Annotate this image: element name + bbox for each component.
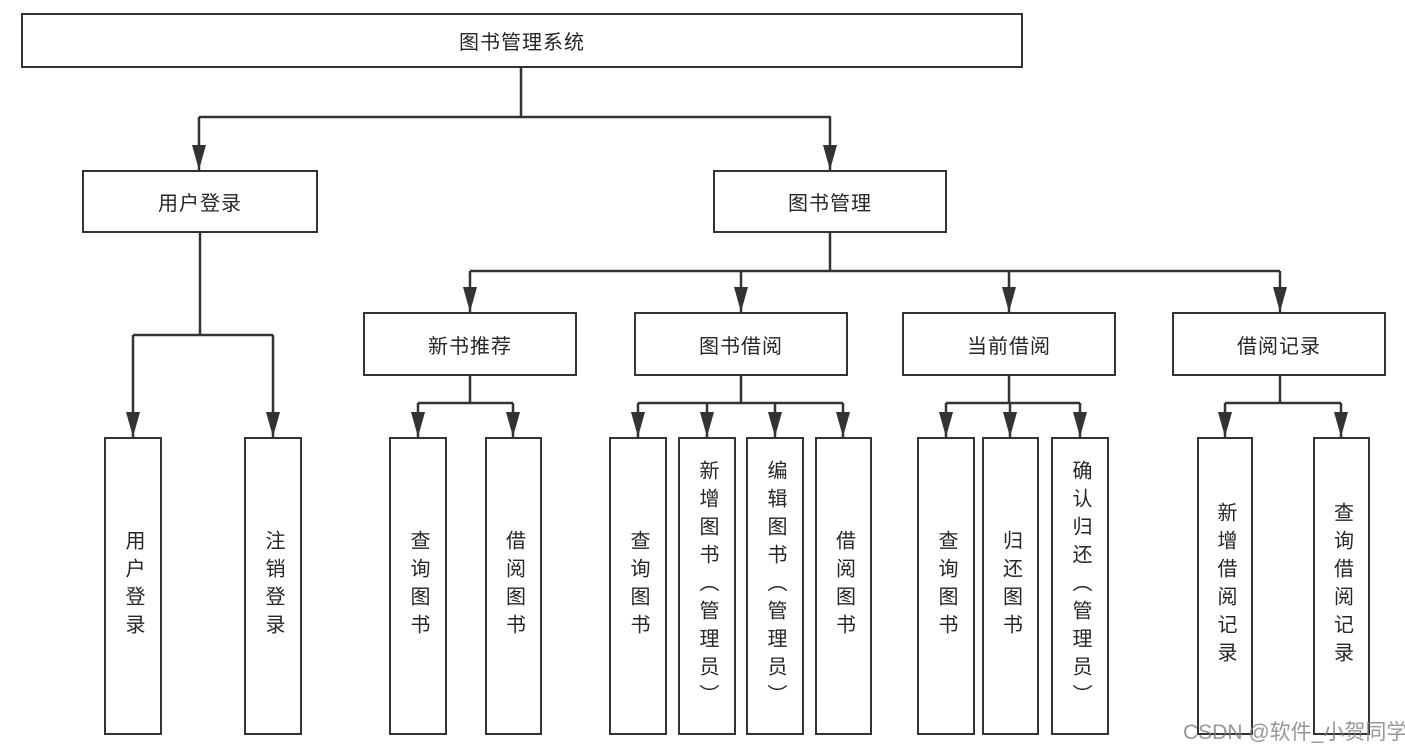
node-new-book-recommend: 新书推荐 (363, 312, 577, 376)
leaf-user-login: 用户登录 (104, 437, 162, 735)
node-borrow-record: 借阅记录 (1172, 312, 1386, 376)
leaf-add-borrow-record: 新增借阅记录 (1197, 437, 1253, 735)
node-label: 新书推荐 (428, 335, 512, 358)
leaf-label: 新增图书（管理员） (696, 460, 718, 712)
leaf-query-books-current: 查询图书 (917, 437, 975, 735)
leaf-label: 确认归还（管理员） (1069, 460, 1091, 712)
leaf-confirm-return-admin: 确认归还（管理员） (1051, 437, 1109, 735)
node-label: 图书管理 (788, 193, 872, 215)
node-book-management: 图书管理 (713, 170, 947, 233)
leaf-add-book-admin: 新增图书（管理员） (678, 437, 736, 735)
csdn-watermark: CSDN @软件_小贺同学 (1183, 721, 1405, 744)
leaf-label: 查询图书 (935, 530, 957, 642)
node-current-borrow: 当前借阅 (902, 312, 1116, 376)
leaf-label: 查询借阅记录 (1330, 502, 1353, 670)
leaf-label: 借阅图书 (502, 530, 525, 642)
leaf-return-book: 归还图书 (982, 437, 1039, 735)
leaf-label: 归还图书 (999, 530, 1022, 642)
leaf-label: 查询图书 (407, 530, 429, 642)
node-label: 借阅记录 (1237, 335, 1321, 358)
leaf-label: 注销登录 (262, 530, 284, 642)
leaf-query-books-borrow: 查询图书 (609, 437, 667, 735)
node-library-management-system: 图书管理系统 (21, 13, 1023, 68)
node-book-borrow: 图书借阅 (634, 312, 848, 376)
node-label: 当前借阅 (967, 335, 1051, 358)
leaf-label: 用户登录 (122, 530, 144, 642)
node-label: 图书管理系统 (459, 32, 585, 54)
leaf-label: 新增借阅记录 (1214, 502, 1236, 670)
leaf-logout-login: 注销登录 (244, 437, 302, 735)
leaf-label: 查询图书 (627, 530, 649, 642)
node-label: 用户登录 (158, 193, 242, 215)
leaf-query-books-recommend: 查询图书 (389, 437, 447, 735)
leaf-borrow-books-recommend: 借阅图书 (485, 437, 542, 735)
leaf-label: 编辑图书（管理员） (764, 460, 786, 712)
leaf-borrow-books: 借阅图书 (815, 437, 872, 735)
node-label: 图书借阅 (699, 335, 783, 358)
leaf-label: 借阅图书 (832, 530, 855, 642)
node-user-login: 用户登录 (82, 170, 318, 233)
leaf-query-borrow-record: 查询借阅记录 (1313, 437, 1370, 735)
leaf-edit-book-admin: 编辑图书（管理员） (746, 437, 804, 735)
